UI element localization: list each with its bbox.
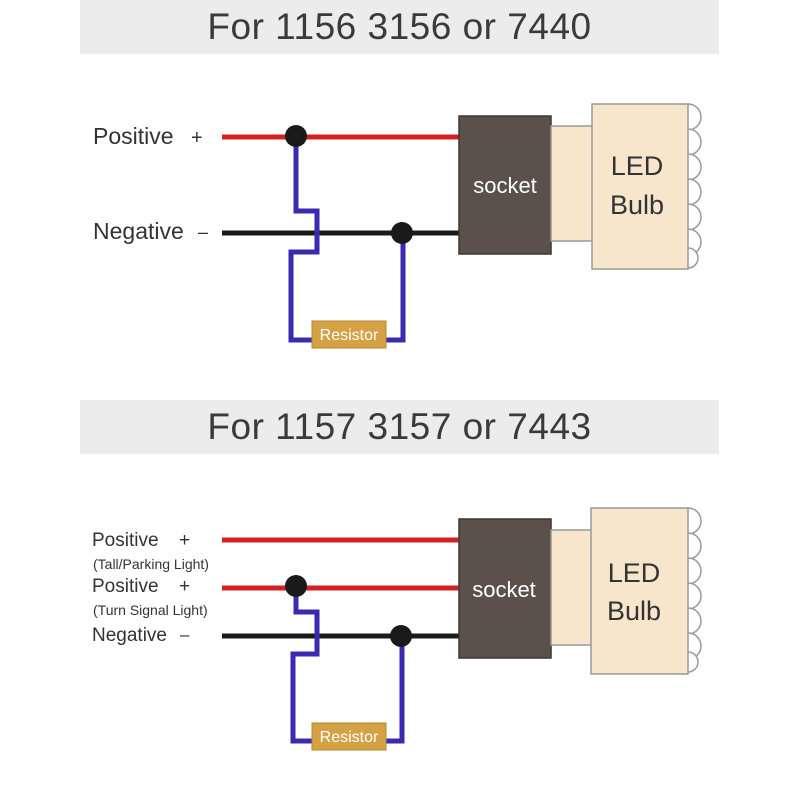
diagram2-positive1-label: Positive <box>92 530 159 551</box>
diagram2-resistor-wire-right <box>383 636 405 744</box>
diagram2-bulb-line1: LED <box>608 558 661 588</box>
diagram1-positive-sign: + <box>191 127 203 149</box>
diagram2-negative-sign: – <box>180 625 190 644</box>
diagram2-led-bulb <box>590 507 689 675</box>
diagram1-socket-label: socket <box>473 173 537 198</box>
diagram1-positive-junction <box>285 125 307 147</box>
diagram2-negative-junction <box>390 625 412 647</box>
diagram2-positive2-label: Positive <box>92 576 159 597</box>
diagram2-positive-junction <box>285 575 307 597</box>
diagram2: Positive + (Tall/Parking Light) Positive… <box>92 507 702 751</box>
diagram2-title: For 1157 3157 or 7443 <box>207 406 592 447</box>
diagram1-resistor <box>311 320 387 349</box>
diagram1-negative-label: Negative <box>93 218 184 244</box>
diagram2-positive1-sign: + <box>179 530 190 551</box>
diagram1-positive-label: Positive <box>93 123 174 149</box>
diagram2-resistor-wire-left <box>290 588 320 744</box>
diagram2-bulb-base <box>550 529 594 646</box>
diagram1-negative-junction <box>391 222 413 244</box>
diagram1-bulb-line1: LED <box>611 151 664 181</box>
diagram1-resistor-wire-right <box>383 233 406 343</box>
diagram2-title-banner: For 1157 3157 or 7443 <box>80 400 719 454</box>
diagram2-positive1-note: (Tall/Parking Light) <box>93 556 209 572</box>
diagram2-positive2-note: (Turn Signal Light) <box>93 602 208 618</box>
diagram2-resistor-label: Resistor <box>320 729 379 746</box>
diagram1: Positive + Negative – Resistor socket <box>93 103 702 349</box>
diagram2-socket <box>458 518 552 659</box>
diagram2-positive2-sign: + <box>179 576 190 597</box>
diagram1-negative-sign: – <box>198 222 208 242</box>
diagram1-title-banner: For 1156 3156 or 7440 <box>80 0 719 54</box>
diagram1-led-bulb <box>591 103 689 270</box>
diagram1-title: For 1156 3156 or 7440 <box>207 6 592 47</box>
diagram2-bulb-line2: Bulb <box>607 596 661 626</box>
diagram1-bulb-base <box>550 125 594 242</box>
diagram2-socket-label: socket <box>472 577 536 602</box>
diagram2-resistor <box>311 722 387 751</box>
diagram1-resistor-label: Resistor <box>320 327 379 344</box>
diagram1-bulb-line2: Bulb <box>610 190 664 220</box>
diagram2-negative-label: Negative <box>92 625 167 646</box>
diagram1-resistor-wire-left <box>288 137 320 343</box>
